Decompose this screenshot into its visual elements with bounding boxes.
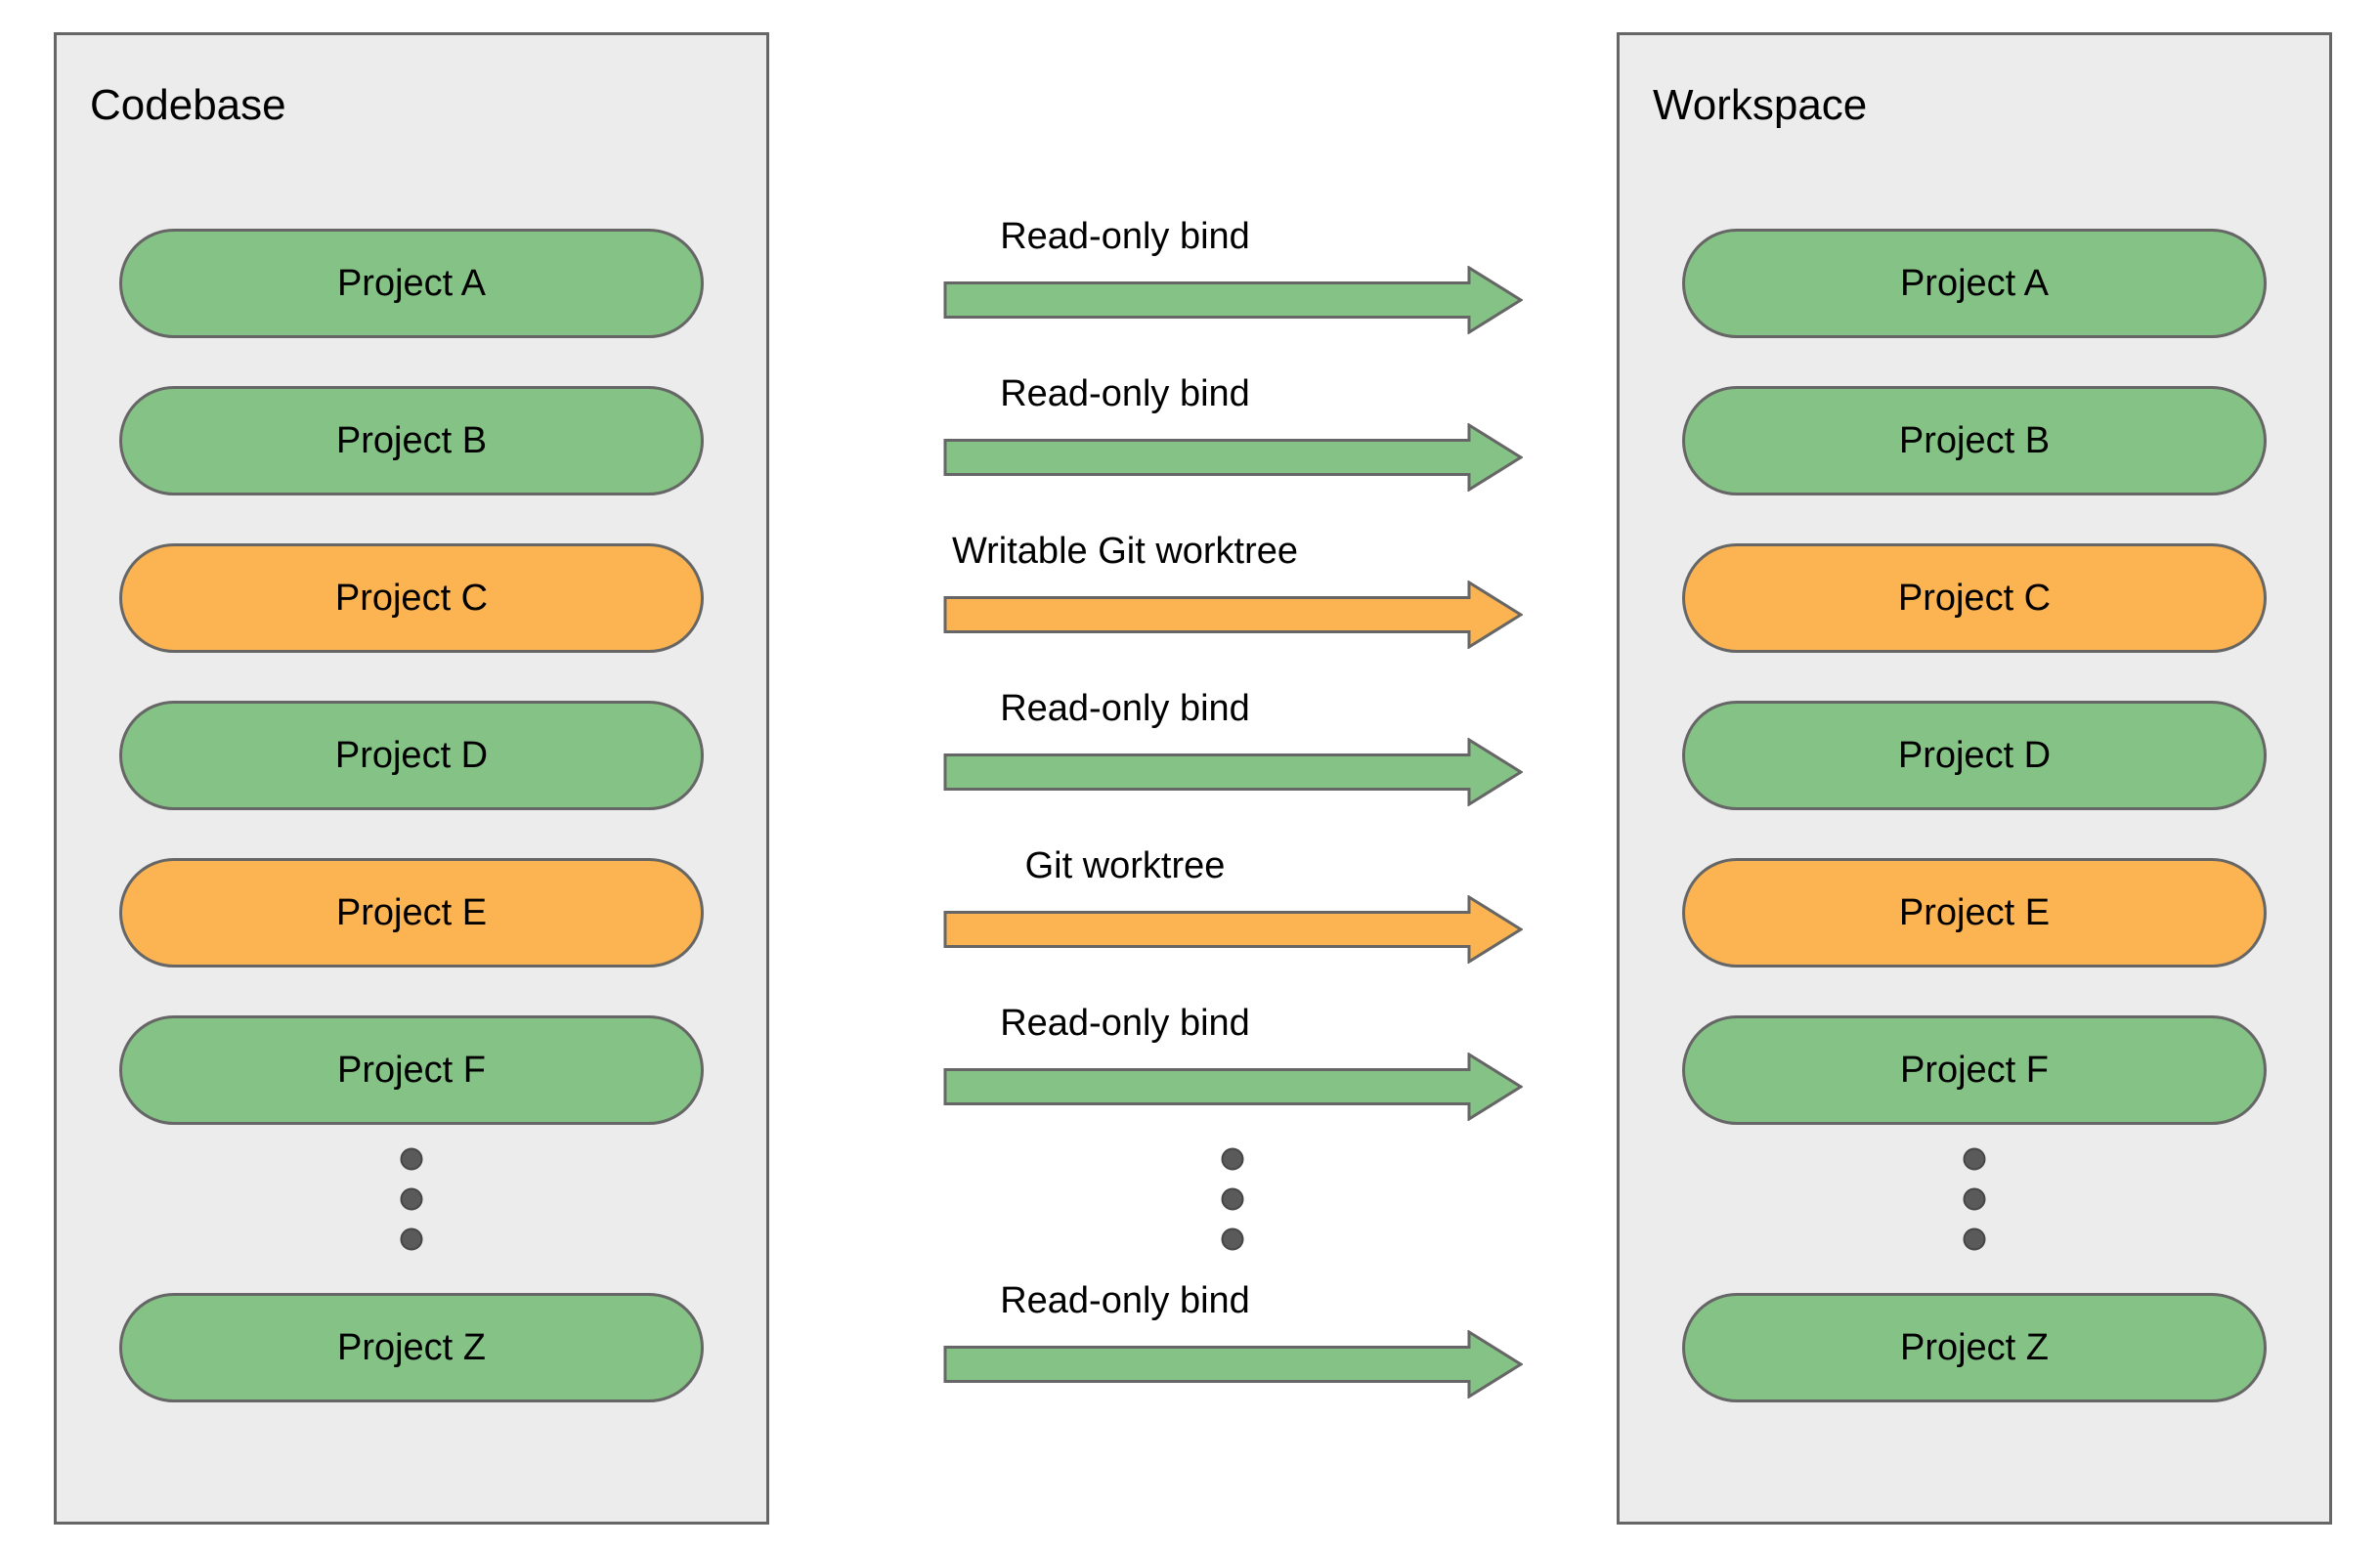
workspace-pill-project-z: Project Z <box>1682 1293 2267 1402</box>
pill-label: Project B <box>335 419 488 461</box>
codebase-pill-project-d: Project D <box>119 701 704 810</box>
ellipsis-dot-icon <box>1221 1147 1244 1171</box>
flow-row-read-only-bind-5: Read-only bind <box>943 1002 1523 1121</box>
workspace-pill-project-d: Project D <box>1682 701 2267 810</box>
workspace-panel: Workspace Project A Project B Project C Pro… <box>1617 32 2332 1525</box>
flow-row-read-only-bind-0: Read-only bind <box>943 215 1523 334</box>
ellipsis-dot-icon <box>1221 1187 1244 1211</box>
right-arrow-icon <box>943 1053 1523 1121</box>
codebase-pill-project-a: Project A <box>119 229 704 338</box>
pill-label: Project A <box>1899 262 2050 304</box>
arrow-label: Read-only bind <box>1000 1280 1250 1321</box>
flow-row-read-only-bind-3: Read-only bind <box>943 687 1523 806</box>
workspace-pill-project-f: Project F <box>1682 1015 2267 1125</box>
pill-label: Project E <box>335 891 488 933</box>
flow-vertical-ellipsis-icon <box>1221 1147 1244 1251</box>
workspace-vertical-ellipsis-icon <box>1963 1147 1986 1251</box>
ellipsis-dot-icon <box>1963 1187 1986 1211</box>
pill-label: Project Z <box>1899 1326 2050 1368</box>
codebase-pill-project-f: Project F <box>119 1015 704 1125</box>
workspace-panel-title: Workspace <box>1653 81 1868 129</box>
arrow-label: Read-only bind <box>1000 688 1250 729</box>
right-arrow-icon <box>943 1330 1523 1398</box>
ellipsis-dot-icon <box>1963 1227 1986 1251</box>
codebase-pill-project-z: Project Z <box>119 1293 704 1402</box>
right-arrow-icon <box>943 581 1523 649</box>
flow-row-git-worktree-4: Git worktree <box>943 844 1523 964</box>
right-arrow-icon <box>943 423 1523 492</box>
arrow-label: Read-only bind <box>1000 1003 1250 1044</box>
workspace-pill-project-b: Project B <box>1682 386 2267 495</box>
flow-row-read-only-bind-1: Read-only bind <box>943 372 1523 492</box>
ellipsis-dot-icon <box>1963 1147 1986 1171</box>
workspace-pill-project-e: Project E <box>1682 858 2267 968</box>
codebase-pill-project-e: Project E <box>119 858 704 968</box>
right-arrow-icon <box>943 895 1523 964</box>
ellipsis-dot-icon <box>400 1187 423 1211</box>
arrow-label: Writable Git worktree <box>951 531 1299 572</box>
pill-label: Project B <box>1898 419 2051 461</box>
pill-label: Project C <box>334 577 489 619</box>
pill-label: Project C <box>1897 577 2052 619</box>
flow-row-read-only-bind-7: Read-only bind <box>943 1279 1523 1398</box>
pill-label: Project F <box>336 1049 487 1091</box>
ellipsis-dot-icon <box>400 1227 423 1251</box>
codebase-panel-title: Codebase <box>90 81 286 129</box>
workspace-pill-project-a: Project A <box>1682 229 2267 338</box>
pill-label: Project F <box>1899 1049 2050 1091</box>
arrow-label: Read-only bind <box>1000 373 1250 414</box>
codebase-pill-project-c: Project C <box>119 543 704 653</box>
pill-label: Project D <box>1897 734 2052 776</box>
right-arrow-icon <box>943 266 1523 334</box>
pill-label: Project Z <box>336 1326 487 1368</box>
pill-label: Project A <box>336 262 487 304</box>
flow-row-writable-git-worktree-2: Writable Git worktree <box>943 530 1523 649</box>
ellipsis-dot-icon <box>400 1147 423 1171</box>
arrow-label: Git worktree <box>1024 845 1226 886</box>
codebase-pill-project-b: Project B <box>119 386 704 495</box>
workspace-pill-project-c: Project C <box>1682 543 2267 653</box>
codebase-vertical-ellipsis-icon <box>400 1147 423 1251</box>
right-arrow-icon <box>943 738 1523 806</box>
pill-label: Project D <box>334 734 489 776</box>
codebase-panel: Codebase Project A Project B Project C Proj… <box>54 32 769 1525</box>
ellipsis-dot-icon <box>1221 1227 1244 1251</box>
arrow-label: Read-only bind <box>1000 216 1250 257</box>
pill-label: Project E <box>1898 891 2051 933</box>
